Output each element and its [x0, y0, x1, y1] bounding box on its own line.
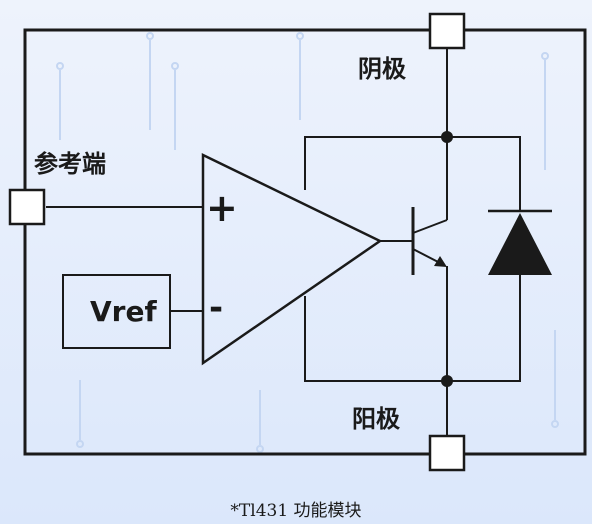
- cathode-junction-dot: [441, 131, 453, 143]
- reference-label: 参考端: [34, 150, 106, 178]
- figure-caption: *Tl431 功能模块: [230, 501, 362, 521]
- vref-label: Vref: [90, 295, 157, 328]
- cathode-label: 阴极: [358, 55, 406, 83]
- cathode-pin: [428, 12, 466, 50]
- anode-label: 阳极: [352, 405, 400, 433]
- anode-junction-dot: [441, 375, 453, 387]
- reference-pin: [8, 188, 46, 226]
- background-circuit-traces: [56, 32, 559, 453]
- bottom-rail-wire: [304, 275, 521, 382]
- top-rail-wire: [304, 136, 521, 211]
- diode: [488, 209, 552, 275]
- emitter-arrow: [434, 256, 447, 267]
- minus-input-label: -: [209, 288, 224, 328]
- anode-pin: [428, 434, 466, 472]
- npn-transistor: [411, 207, 448, 275]
- plus-input-label: +: [206, 186, 238, 230]
- op-amp-triangle: [201, 153, 383, 366]
- module-boundary: [23, 28, 587, 456]
